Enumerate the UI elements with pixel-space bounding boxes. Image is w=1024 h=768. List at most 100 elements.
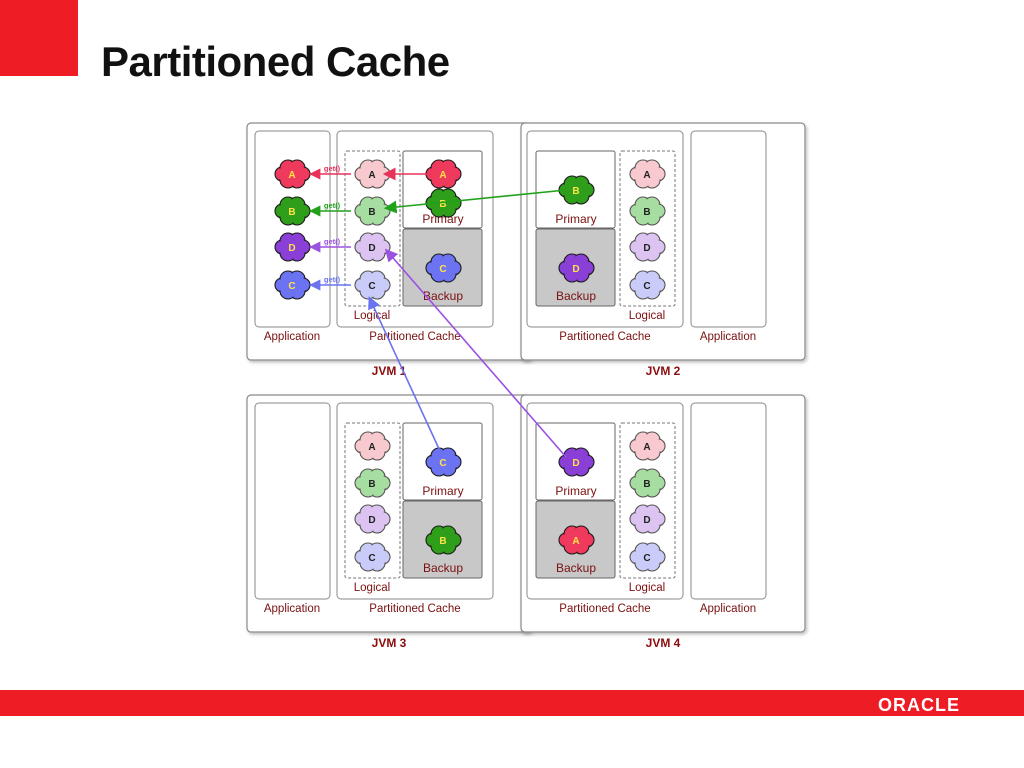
cloud-letter: D xyxy=(288,243,295,254)
cloud-fill xyxy=(283,202,301,220)
cloud-letter: D xyxy=(572,264,579,275)
cloud-fill xyxy=(363,437,381,455)
brand-red-block xyxy=(0,0,78,76)
cloud-fill xyxy=(434,531,452,549)
cloud-letter: C xyxy=(439,264,446,275)
cloud-letter: B xyxy=(439,536,446,547)
cloud-letter: A xyxy=(288,170,295,181)
logical-column xyxy=(344,422,401,579)
cloud-letter: D xyxy=(643,243,650,254)
cloud-letter: B xyxy=(643,479,650,490)
backup-label: Backup xyxy=(423,289,463,303)
app-item-B: B xyxy=(274,196,311,226)
cloud-fill xyxy=(638,238,656,256)
logical-label: Logical xyxy=(629,310,665,322)
logical-column xyxy=(344,150,401,307)
cloud-fill xyxy=(363,474,381,492)
logical-item-C: C xyxy=(629,542,666,572)
primary-item-B: B xyxy=(425,188,462,218)
cloud-fill xyxy=(363,276,381,294)
backup-item-D: D xyxy=(558,253,595,283)
ownership-arrow-D xyxy=(384,248,567,458)
logical-item-A: A xyxy=(629,159,666,189)
primary-item-A: A xyxy=(425,159,462,189)
logical-label: Logical xyxy=(629,582,665,594)
jvm-label: JVM 4 xyxy=(646,636,681,650)
logical-item-A: A xyxy=(629,431,666,461)
cloud-fill xyxy=(363,202,381,220)
cloud-fill xyxy=(638,165,656,183)
partitioned-cache-label: Partitioned Cache xyxy=(369,331,460,343)
oracle-logo: ORACLE xyxy=(878,695,960,715)
cloud-fill xyxy=(638,437,656,455)
cloud-letter: B xyxy=(572,186,579,197)
application-panel xyxy=(254,130,331,328)
jvm-3: JVM 3 Application Partitioned Cache Logical… xyxy=(246,394,532,650)
cloud-letter: C xyxy=(368,281,375,292)
backup-item-A: A xyxy=(558,525,595,555)
logical-item-B: B xyxy=(629,468,666,498)
application-label: Application xyxy=(264,331,320,343)
cloud-letter: D xyxy=(368,243,375,254)
cloud-fill xyxy=(638,474,656,492)
logical-label: Logical xyxy=(354,310,390,322)
application-panel xyxy=(690,402,767,600)
application-label: Application xyxy=(264,603,320,615)
partitioned-cache-label: Partitioned Cache xyxy=(369,603,460,615)
get-label-C: get() xyxy=(324,275,341,284)
cloud-fill xyxy=(283,238,301,256)
logical-item-B: B xyxy=(354,196,391,226)
app-item-C: C xyxy=(274,270,311,300)
ownership-arrow-B xyxy=(383,189,567,214)
backup-item-C: C xyxy=(425,253,462,283)
cloud-fill xyxy=(363,510,381,528)
get-label-D: get() xyxy=(324,237,341,246)
application-label: Application xyxy=(700,331,756,343)
get-label-A: get() xyxy=(324,164,341,173)
cloud-letter: C xyxy=(643,553,650,564)
app-item-D: D xyxy=(274,232,311,262)
cloud-letter: C xyxy=(439,458,446,469)
logical-item-C: C xyxy=(354,542,391,572)
logical-item-D: D xyxy=(354,232,391,262)
cloud-fill xyxy=(363,548,381,566)
logical-item-B: B xyxy=(354,468,391,498)
cloud-fill xyxy=(638,548,656,566)
footer-red-bar xyxy=(0,690,1024,716)
logical-item-B: B xyxy=(629,196,666,226)
cloud-letter: B xyxy=(368,479,375,490)
logical-column xyxy=(619,422,676,579)
cloud-fill xyxy=(363,238,381,256)
cloud-letter: A xyxy=(439,170,446,181)
primary-label: Primary xyxy=(555,484,596,498)
cloud-fill xyxy=(567,453,585,471)
cloud-fill xyxy=(434,259,452,277)
cloud-fill xyxy=(638,202,656,220)
cloud-letter: B xyxy=(439,199,446,210)
cloud-letter: A xyxy=(572,536,579,547)
cloud-fill xyxy=(638,276,656,294)
get-label-B: get() xyxy=(324,201,341,210)
logical-item-D: D xyxy=(354,504,391,534)
logical-item-C: C xyxy=(629,270,666,300)
cloud-letter: C xyxy=(368,553,375,564)
cloud-fill xyxy=(638,510,656,528)
cloud-fill xyxy=(434,165,452,183)
cloud-fill xyxy=(434,453,452,471)
cloud-fill xyxy=(567,181,585,199)
jvm-label: JVM 3 xyxy=(372,636,407,650)
jvm-label: JVM 2 xyxy=(646,364,681,378)
page-title: Partitioned Cache xyxy=(101,38,450,85)
jvm-label: JVM 1 xyxy=(372,364,407,378)
logical-label: Logical xyxy=(354,582,390,594)
cloud-fill xyxy=(283,165,301,183)
backup-item-B: B xyxy=(425,525,462,555)
partitioned-cache-label: Partitioned Cache xyxy=(559,603,650,615)
backup-label: Backup xyxy=(423,561,463,575)
cloud-letter: A xyxy=(368,442,375,453)
cloud-letter: D xyxy=(572,458,579,469)
cloud-letter: C xyxy=(643,281,650,292)
primary-item-D: D xyxy=(558,447,595,477)
application-panel xyxy=(254,402,331,600)
